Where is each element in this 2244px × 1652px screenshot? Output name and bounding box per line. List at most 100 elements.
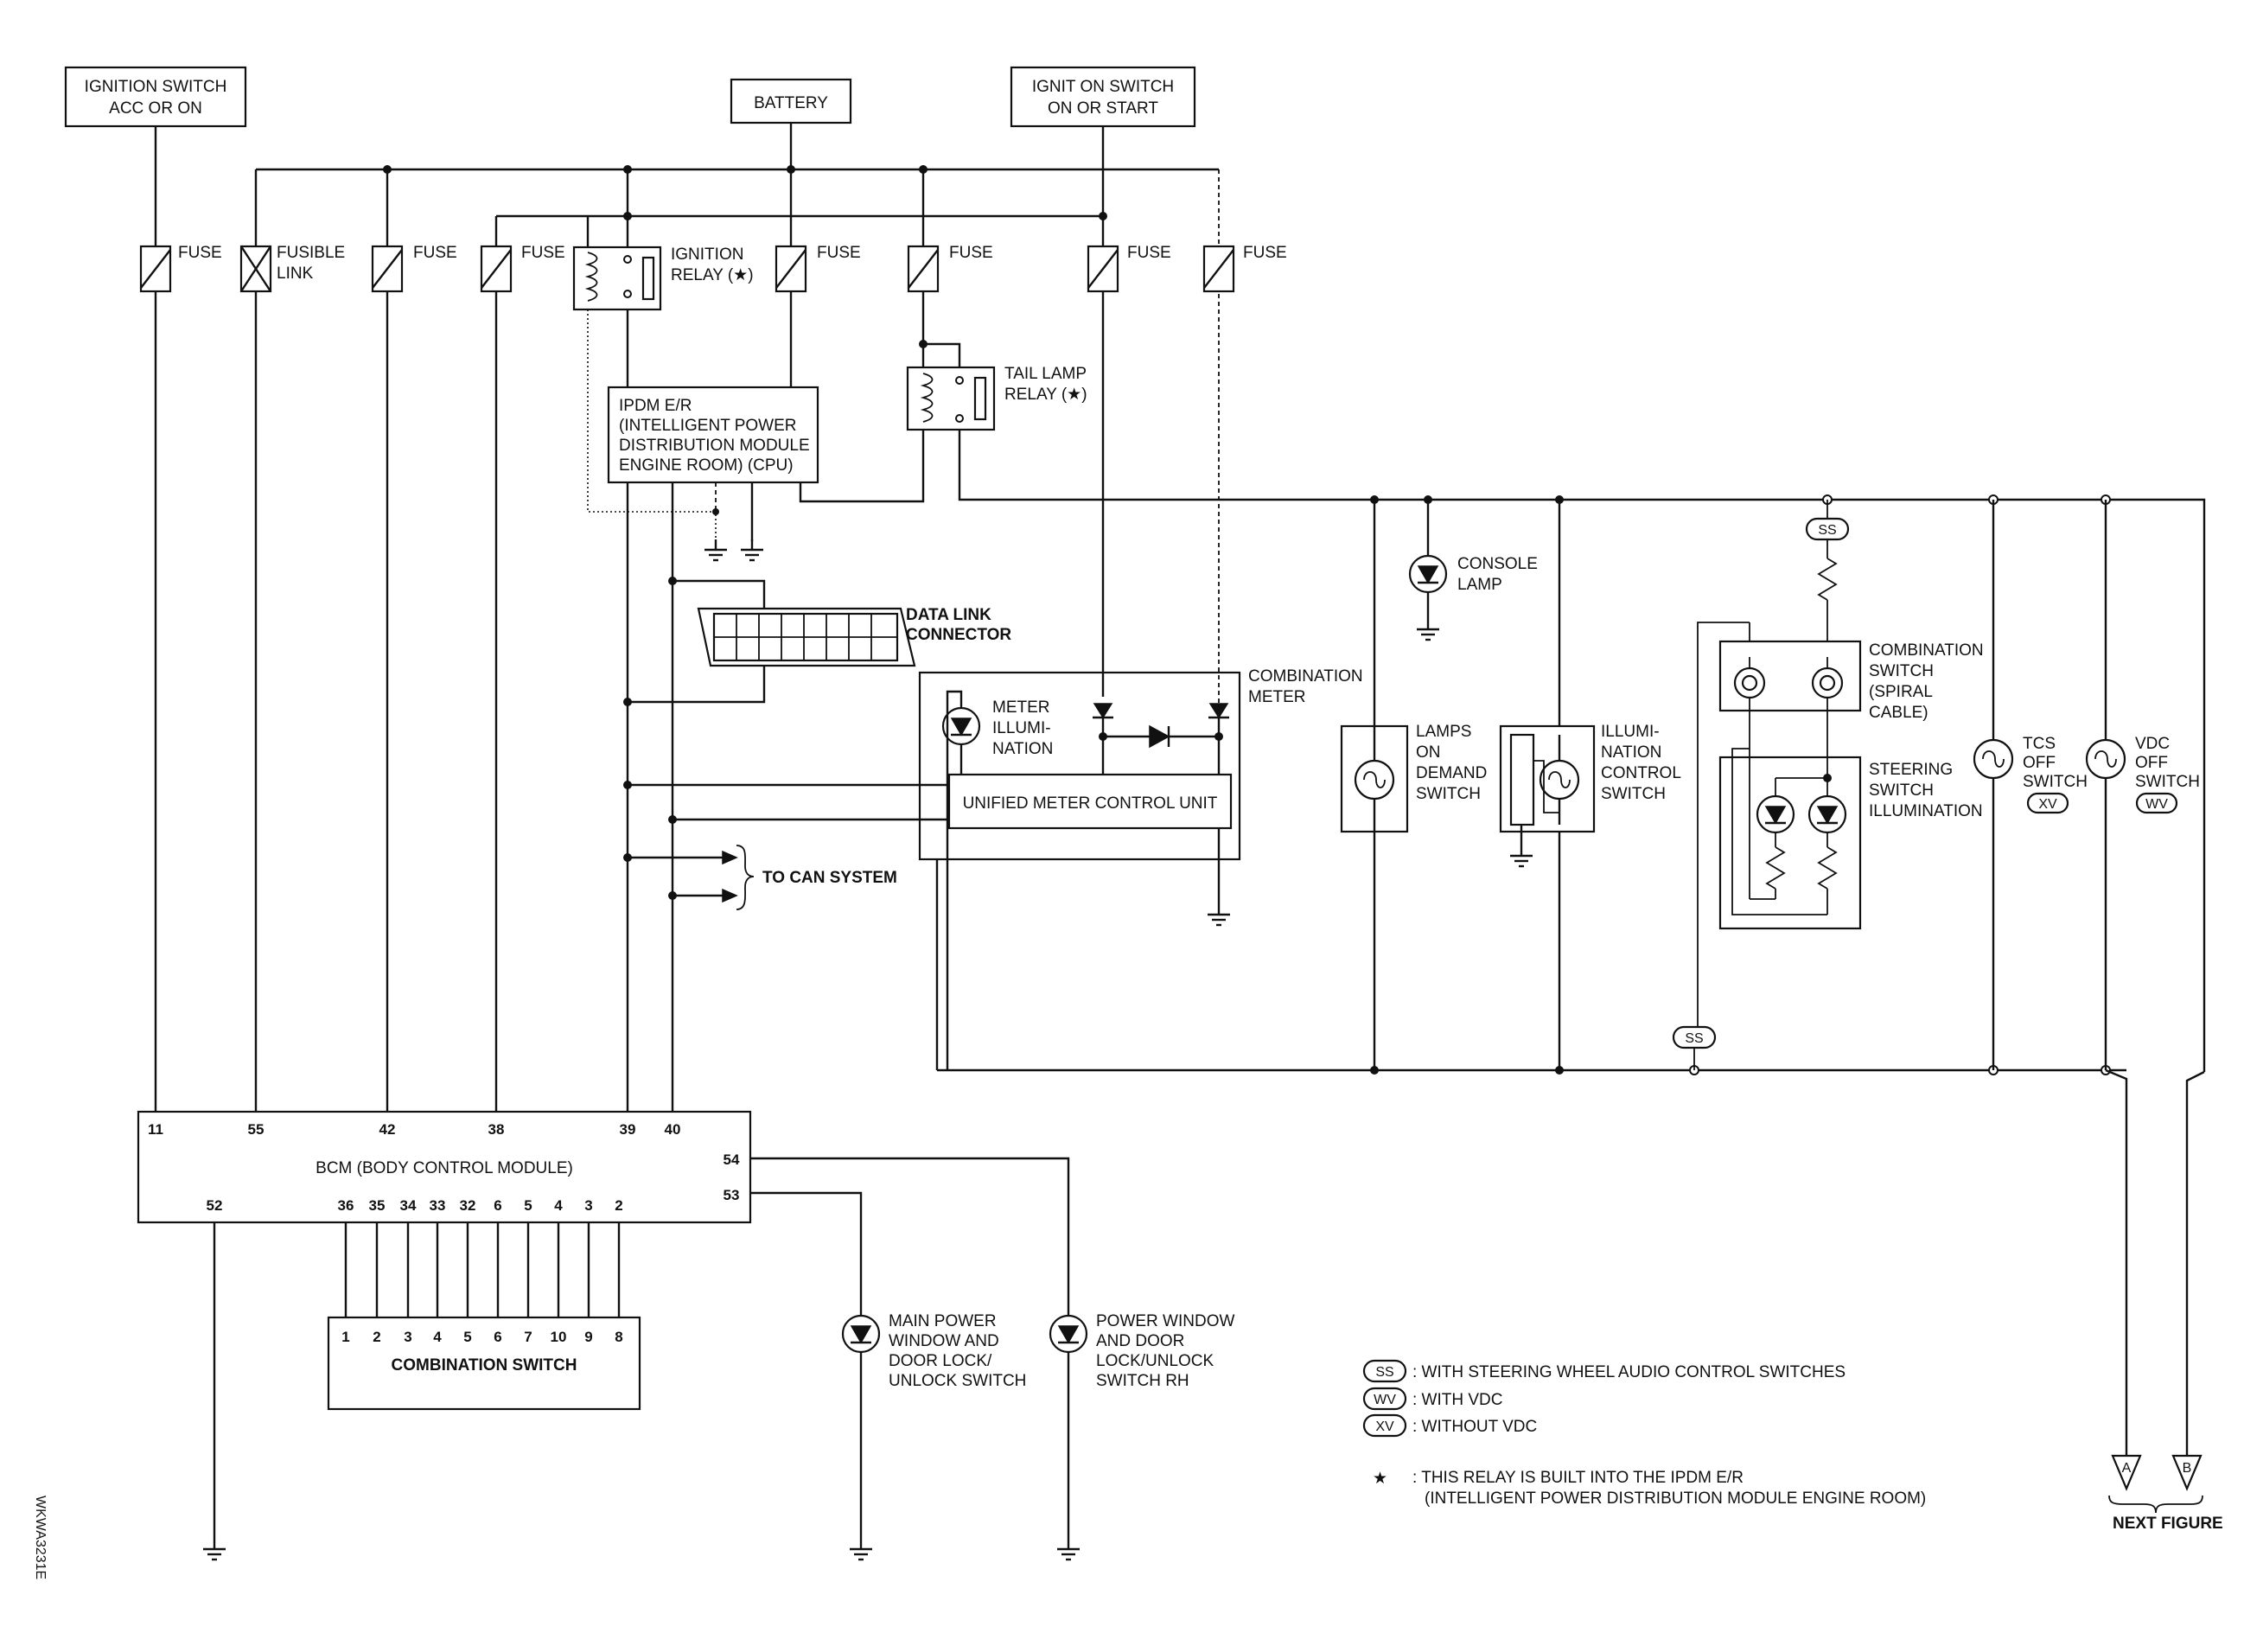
svg-text:UNLOCK SWITCH: UNLOCK SWITCH [889, 1372, 1026, 1390]
vdc-off-switch: VDC OFF SWITCH WV [2085, 500, 2200, 1070]
svg-text:FUSIBLE: FUSIBLE [277, 244, 345, 262]
svg-text:39: 39 [620, 1121, 636, 1138]
bcm-right-pins: 54 53 [724, 1151, 740, 1203]
svg-text:SWITCH: SWITCH [2135, 773, 2200, 791]
svg-text:CONNECTOR: CONNECTOR [906, 626, 1011, 644]
svg-text:(INTELLIGENT POWER: (INTELLIGENT POWER [619, 417, 797, 435]
svg-text:SS: SS [1818, 523, 1836, 538]
svg-text:11: 11 [148, 1121, 163, 1138]
svg-text:IPDM E/R: IPDM E/R [619, 397, 692, 415]
svg-text:FUSE: FUSE [949, 244, 993, 262]
svg-text:VDC: VDC [2135, 735, 2170, 753]
svg-text:3: 3 [584, 1197, 592, 1214]
svg-text:LINK: LINK [277, 265, 314, 283]
can-connections: TO CAN SYSTEM [623, 845, 897, 910]
svg-text:: WITHOUT VDC: : WITHOUT VDC [1412, 1418, 1537, 1436]
ipdm-box: IPDM E/R (INTELLIGENT POWER DISTRIBUTION… [607, 386, 819, 484]
svg-text:STEERING: STEERING [1869, 761, 1953, 779]
svg-text:FUSE: FUSE [1243, 244, 1287, 262]
svg-text:A: A [2122, 1461, 2132, 1476]
svg-text:2: 2 [373, 1329, 380, 1345]
svg-text:COMBINATION SWITCH: COMBINATION SWITCH [392, 1356, 577, 1375]
svg-text:DISTRIBUTION MODULE: DISTRIBUTION MODULE [619, 437, 810, 455]
fuse-11: FUSE [139, 244, 222, 293]
data-link-connector: DATA LINK CONNECTOR [697, 606, 1011, 667]
combination-switch-spiral-cable: COMBINATION SWITCH (SPIRAL CABLE) [1718, 640, 1984, 899]
svg-text:8: 8 [615, 1329, 622, 1345]
svg-text:1: 1 [341, 1329, 349, 1345]
svg-text:SWITCH: SWITCH [1869, 662, 1934, 680]
bcm-ground [201, 1222, 227, 1561]
ipdm-wiring [671, 482, 719, 1119]
svg-text:ENGINE ROOM) (CPU): ENGINE ROOM) (CPU) [619, 456, 794, 475]
svg-text:ILLUMI-: ILLUMI- [992, 719, 1051, 737]
ignition-relay: IGNITION RELAY (★) [572, 246, 754, 311]
figure-id: WKWA3231E [33, 1496, 48, 1579]
svg-text:BCM (BODY CONTROL MODULE): BCM (BODY CONTROL MODULE) [316, 1159, 573, 1177]
svg-text:NEXT FIGURE: NEXT FIGURE [2113, 1515, 2223, 1533]
svg-text:5: 5 [463, 1329, 471, 1345]
svg-text:TCS: TCS [2023, 735, 2056, 753]
svg-text:33: 33 [430, 1197, 446, 1214]
svg-text:XV: XV [1375, 1419, 1394, 1434]
svg-text:NATION: NATION [992, 740, 1053, 758]
svg-text:40: 40 [665, 1121, 681, 1138]
ignition-switch-acc-box: IGNITION SWITCH ACC OR ON [64, 66, 247, 128]
svg-text:ACC OR ON: ACC OR ON [109, 99, 202, 118]
svg-text:42: 42 [379, 1121, 396, 1138]
svg-text:POWER WINDOW: POWER WINDOW [1096, 1312, 1234, 1330]
svg-text:3: 3 [404, 1329, 411, 1345]
lamps-on-demand-switch: LAMPS ON DEMAND SWITCH [1340, 500, 1487, 1070]
svg-text:5: 5 [524, 1197, 532, 1214]
svg-text:COMBINATION: COMBINATION [1248, 667, 1363, 686]
svg-text:32: 32 [460, 1197, 476, 1214]
svg-text:SS: SS [1375, 1365, 1393, 1380]
illumination-return-bus [935, 859, 2126, 1072]
svg-text:6: 6 [494, 1197, 501, 1214]
svg-text:34: 34 [400, 1197, 417, 1214]
svg-text:SS: SS [1685, 1031, 1703, 1046]
svg-text:9: 9 [584, 1329, 592, 1345]
svg-text:2: 2 [615, 1197, 622, 1214]
bus-junctions [383, 165, 1107, 220]
meter-signal-wiring [623, 781, 1232, 927]
svg-text:ON: ON [1416, 743, 1441, 762]
svg-text:ILLUMI-: ILLUMI- [1601, 723, 1660, 741]
fuse-meter-batt: FUSE [1202, 244, 1287, 293]
svg-text:OFF: OFF [2023, 754, 2056, 772]
svg-text:IGNIT ON SWITCH: IGNIT ON SWITCH [1032, 78, 1174, 96]
console-lamp: CONSOLE LAMP [1408, 500, 1538, 641]
tail-lamp-wiring [799, 340, 2206, 1072]
fuse-ipdm: FUSE [775, 244, 861, 293]
svg-text:RELAY (★): RELAY (★) [1004, 386, 1087, 404]
legend: SS : WITH STEERING WHEEL AUDIO CONTROL S… [1362, 1359, 1926, 1508]
combination-meter: COMBINATION METER METER ILLUMI- NATION U… [918, 667, 1363, 1070]
svg-text:DOOR LOCK/: DOOR LOCK/ [889, 1352, 992, 1370]
svg-text:SWITCH RH: SWITCH RH [1096, 1372, 1189, 1390]
svg-text:★: ★ [1373, 1470, 1387, 1488]
main-power-window-switch: MAIN POWER WINDOW AND DOOR LOCK/ UNLOCK … [750, 1191, 1026, 1561]
svg-text:SWITCH: SWITCH [2023, 773, 2088, 791]
svg-text:FUSE: FUSE [1127, 244, 1171, 262]
svg-text:55: 55 [248, 1121, 265, 1138]
steering-switch-illumination: STEERING SWITCH ILLUMINATION [1697, 622, 1983, 1037]
svg-text:IGNITION: IGNITION [671, 246, 743, 264]
svg-text:TO CAN SYSTEM: TO CAN SYSTEM [762, 869, 897, 887]
svg-text:IGNITION SWITCH: IGNITION SWITCH [85, 78, 227, 96]
svg-text:: WITH VDC: : WITH VDC [1412, 1391, 1503, 1409]
legend-ss: SS : WITH STEERING WHEEL AUDIO CONTROL S… [1362, 1359, 1846, 1383]
svg-text:FUSE: FUSE [178, 244, 222, 262]
svg-text:METER: METER [1248, 688, 1306, 706]
fusible-link: FUSIBLE LINK [239, 244, 345, 293]
legend-xv: XV : WITHOUT VDC [1362, 1413, 1537, 1438]
data-link-wiring [623, 577, 766, 706]
fuse-38: FUSE [480, 244, 565, 293]
svg-text:ILLUMINATION: ILLUMINATION [1869, 802, 1983, 820]
svg-text:CABLE): CABLE) [1869, 704, 1928, 722]
svg-text:FUSE: FUSE [521, 244, 565, 262]
ss-option-top: SS [1805, 500, 1850, 657]
svg-text:: WITH STEERING WHEEL AUDIO CO: : WITH STEERING WHEEL AUDIO CONTROL SWIT… [1412, 1363, 1846, 1381]
ss-option-bottom: SS [1672, 1025, 1717, 1070]
svg-text:38: 38 [488, 1121, 505, 1138]
fuse-42: FUSE [371, 244, 457, 293]
